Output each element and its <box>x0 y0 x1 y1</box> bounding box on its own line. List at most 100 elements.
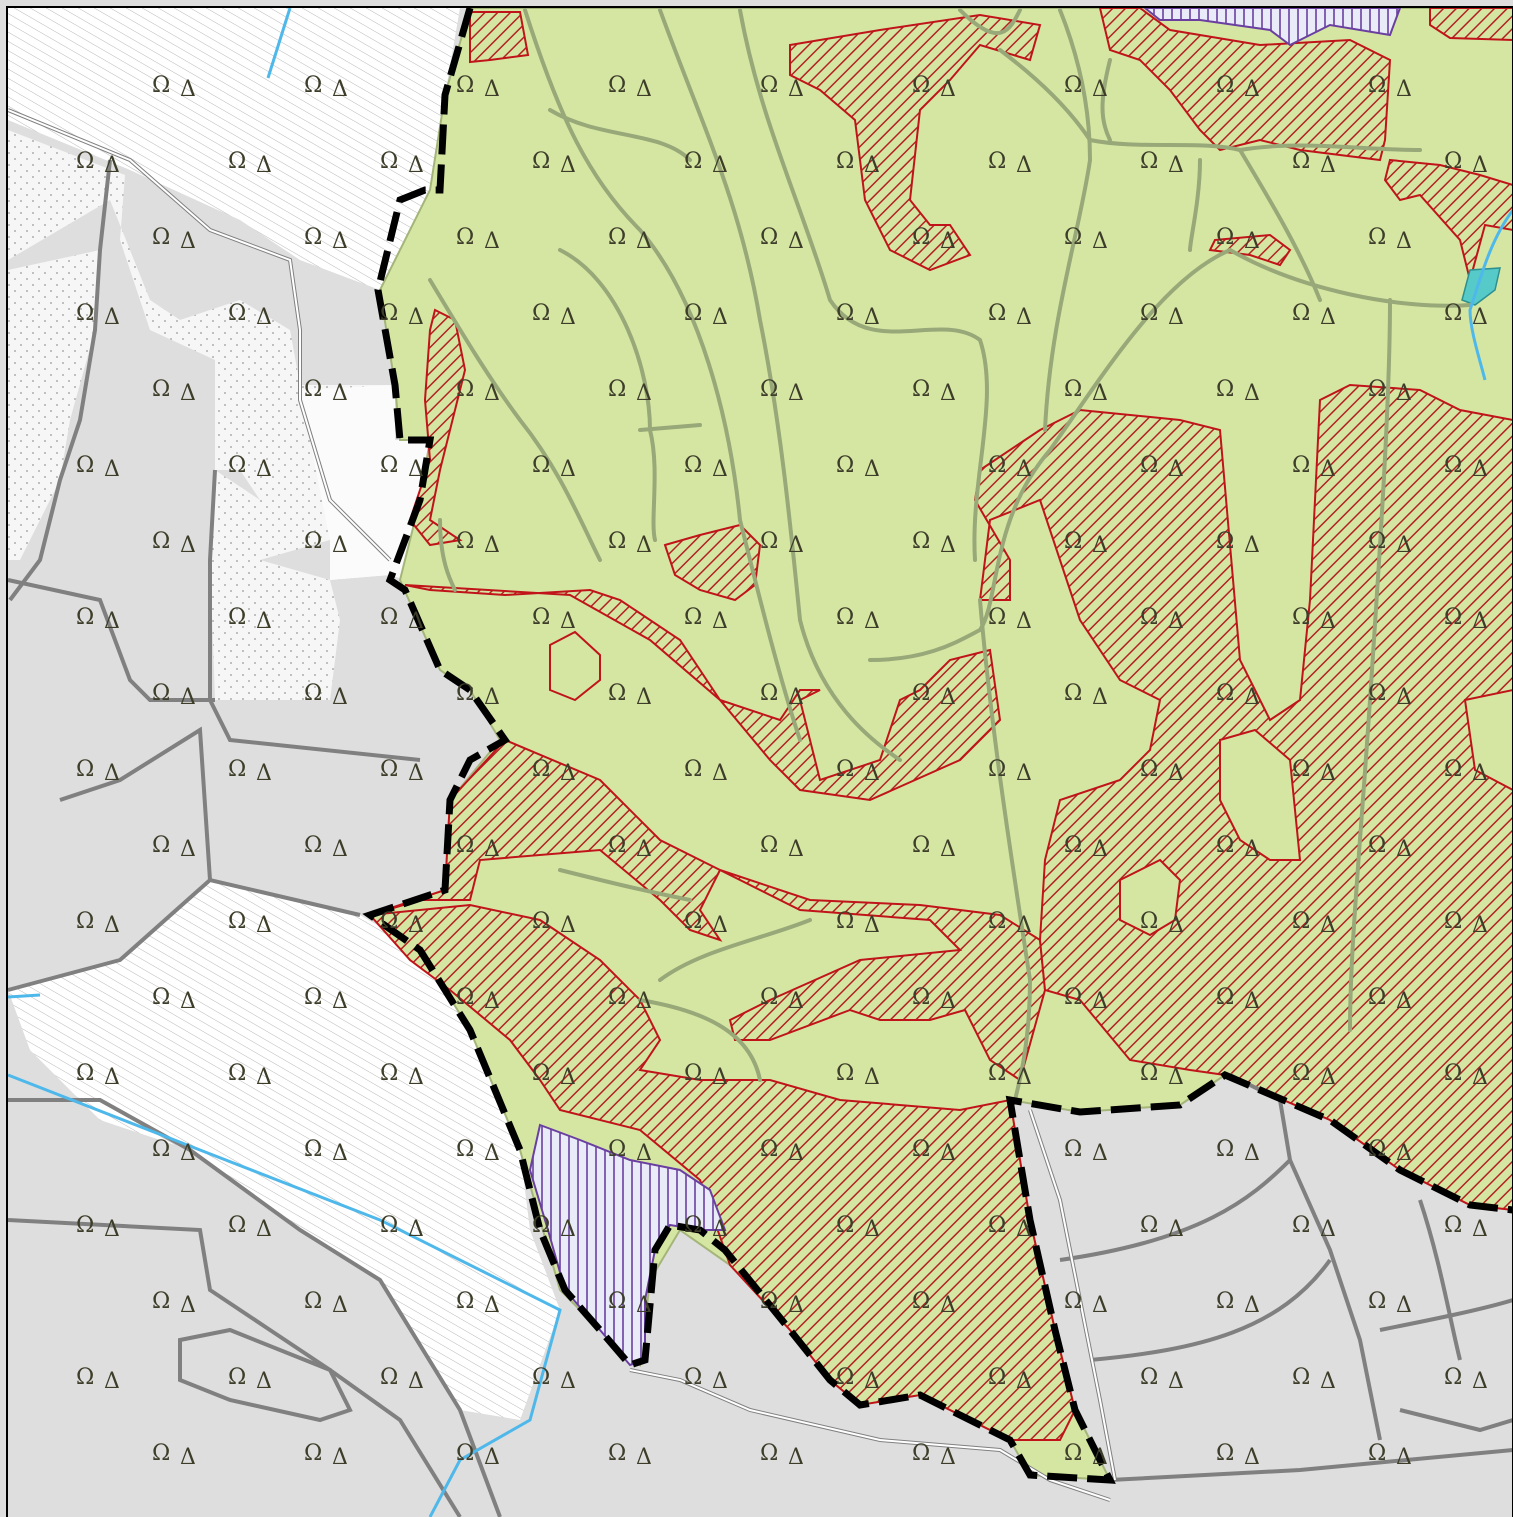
tree-circle-symbol: Ω <box>1140 757 1158 782</box>
tree-triangle-symbol: Δ <box>332 1445 348 1470</box>
protected-zone-small-patch[interactable] <box>1208 233 1292 267</box>
protected-zone-top-left-patch[interactable] <box>469 11 530 64</box>
tree-circle-symbol: Ω <box>152 833 170 858</box>
tree-triangle-symbol: Δ <box>788 229 804 254</box>
tree-triangle-symbol: Δ <box>788 1293 804 1318</box>
tree-circle-symbol: Ω <box>228 1213 246 1238</box>
tree-triangle-symbol: Δ <box>636 229 652 254</box>
field-hatched-top-left <box>8 8 460 290</box>
tree-triangle-symbol: Δ <box>408 761 424 786</box>
tree-circle-symbol: Ω <box>304 681 322 706</box>
tree-triangle-symbol: Δ <box>256 609 272 634</box>
tree-circle-symbol: Ω <box>76 909 94 934</box>
tree-circle-symbol: Ω <box>608 1441 626 1466</box>
tree-circle-symbol: Ω <box>456 1289 474 1314</box>
tree-triangle-symbol: Δ <box>636 685 652 710</box>
tree-triangle-symbol: Δ <box>1396 685 1412 710</box>
tree-circle-symbol: Ω <box>1064 377 1082 402</box>
tree-circle-symbol: Ω <box>608 833 626 858</box>
tree-circle-symbol: Ω <box>760 529 778 554</box>
tree-triangle-symbol: Δ <box>484 1293 500 1318</box>
tree-triangle-symbol: Δ <box>864 153 880 178</box>
tree-triangle-symbol: Δ <box>940 533 956 558</box>
tree-circle-symbol: Ω <box>684 1061 702 1086</box>
tree-triangle-symbol: Δ <box>1244 229 1260 254</box>
tree-circle-symbol: Ω <box>684 605 702 630</box>
tree-circle-symbol: Ω <box>988 757 1006 782</box>
protected-zone-northeast[interactable] <box>1383 158 1513 284</box>
tree-triangle-symbol: Δ <box>636 989 652 1014</box>
tree-circle-symbol: Ω <box>1368 73 1386 98</box>
tree-circle-symbol: Ω <box>1368 1441 1386 1466</box>
tree-circle-symbol: Ω <box>1444 1061 1462 1086</box>
tree-circle-symbol: Ω <box>380 1365 398 1390</box>
tree-circle-symbol: Ω <box>456 377 474 402</box>
protected-zone-north-1[interactable] <box>789 13 1042 272</box>
tree-triangle-symbol: Δ <box>560 761 576 786</box>
tree-triangle-symbol: Δ <box>1396 837 1412 862</box>
tree-circle-symbol: Ω <box>228 1061 246 1086</box>
tree-circle-symbol: Ω <box>684 757 702 782</box>
tree-triangle-symbol: Δ <box>1168 305 1184 330</box>
tree-triangle-symbol: Δ <box>940 837 956 862</box>
tree-circle-symbol: Ω <box>228 605 246 630</box>
tree-triangle-symbol: Δ <box>1396 1293 1412 1318</box>
tree-circle-symbol: Ω <box>1292 909 1310 934</box>
tree-triangle-symbol: Δ <box>712 1217 728 1242</box>
special-zone-purple-north[interactable] <box>1142 7 1402 47</box>
tree-triangle-symbol: Δ <box>712 1369 728 1394</box>
tree-triangle-symbol: Δ <box>1320 153 1336 178</box>
tree-triangle-symbol: Δ <box>1092 837 1108 862</box>
tree-circle-symbol: Ω <box>304 529 322 554</box>
tree-triangle-symbol: Δ <box>104 913 120 938</box>
tree-triangle-symbol: Δ <box>560 609 576 634</box>
tree-circle-symbol: Ω <box>1140 1061 1158 1086</box>
tree-triangle-symbol: Δ <box>560 305 576 330</box>
tree-circle-symbol: Ω <box>1292 1213 1310 1238</box>
protected-zone-south[interactable] <box>404 584 1002 802</box>
tree-circle-symbol: Ω <box>380 757 398 782</box>
tree-circle-symbol: Ω <box>760 1137 778 1162</box>
field-dotted-left <box>8 130 395 580</box>
tree-triangle-symbol: Δ <box>484 685 500 710</box>
tree-triangle-symbol: Δ <box>1016 609 1032 634</box>
tree-circle-symbol: Ω <box>1140 149 1158 174</box>
tree-circle-symbol: Ω <box>304 985 322 1010</box>
protected-zone-southwest[interactable] <box>367 903 1077 1441</box>
tree-circle-symbol: Ω <box>1216 1289 1234 1314</box>
tree-triangle-symbol: Δ <box>560 153 576 178</box>
tree-circle-symbol: Ω <box>76 301 94 326</box>
tree-triangle-symbol: Δ <box>1320 761 1336 786</box>
tree-circle-symbol: Ω <box>228 301 246 326</box>
tree-triangle-symbol: Δ <box>1472 305 1488 330</box>
tree-circle-symbol: Ω <box>988 1061 1006 1086</box>
tree-triangle-symbol: Δ <box>712 761 728 786</box>
tree-triangle-symbol: Δ <box>1092 533 1108 558</box>
tree-circle-symbol: Ω <box>912 1441 930 1466</box>
tree-circle-symbol: Ω <box>76 1213 94 1238</box>
tree-triangle-symbol: Δ <box>712 913 728 938</box>
tree-triangle-symbol: Δ <box>560 1217 576 1242</box>
tree-circle-symbol: Ω <box>1444 149 1462 174</box>
tree-circle-symbol: Ω <box>1140 1365 1158 1390</box>
tree-circle-symbol: Ω <box>608 985 626 1010</box>
tree-triangle-symbol: Δ <box>1092 989 1108 1014</box>
tree-triangle-symbol: Δ <box>256 1217 272 1242</box>
tree-circle-symbol: Ω <box>304 73 322 98</box>
tree-circle-symbol: Ω <box>1216 985 1234 1010</box>
protected-zone-central-band[interactable] <box>369 738 1047 1082</box>
tree-circle-symbol: Ω <box>988 301 1006 326</box>
tree-circle-symbol: Ω <box>760 1441 778 1466</box>
protected-zone-north-2[interactable] <box>1098 7 1392 162</box>
tree-circle-symbol: Ω <box>456 225 474 250</box>
tree-triangle-symbol: Δ <box>408 1369 424 1394</box>
tree-circle-symbol: Ω <box>608 1137 626 1162</box>
tree-triangle-symbol: Δ <box>1396 1445 1412 1470</box>
tree-triangle-symbol: Δ <box>1168 1065 1184 1090</box>
tree-triangle-symbol: Δ <box>864 609 880 634</box>
tree-circle-symbol: Ω <box>912 681 930 706</box>
tree-triangle-symbol: Δ <box>1092 1293 1108 1318</box>
tree-circle-symbol: Ω <box>380 301 398 326</box>
tree-triangle-symbol: Δ <box>104 1065 120 1090</box>
